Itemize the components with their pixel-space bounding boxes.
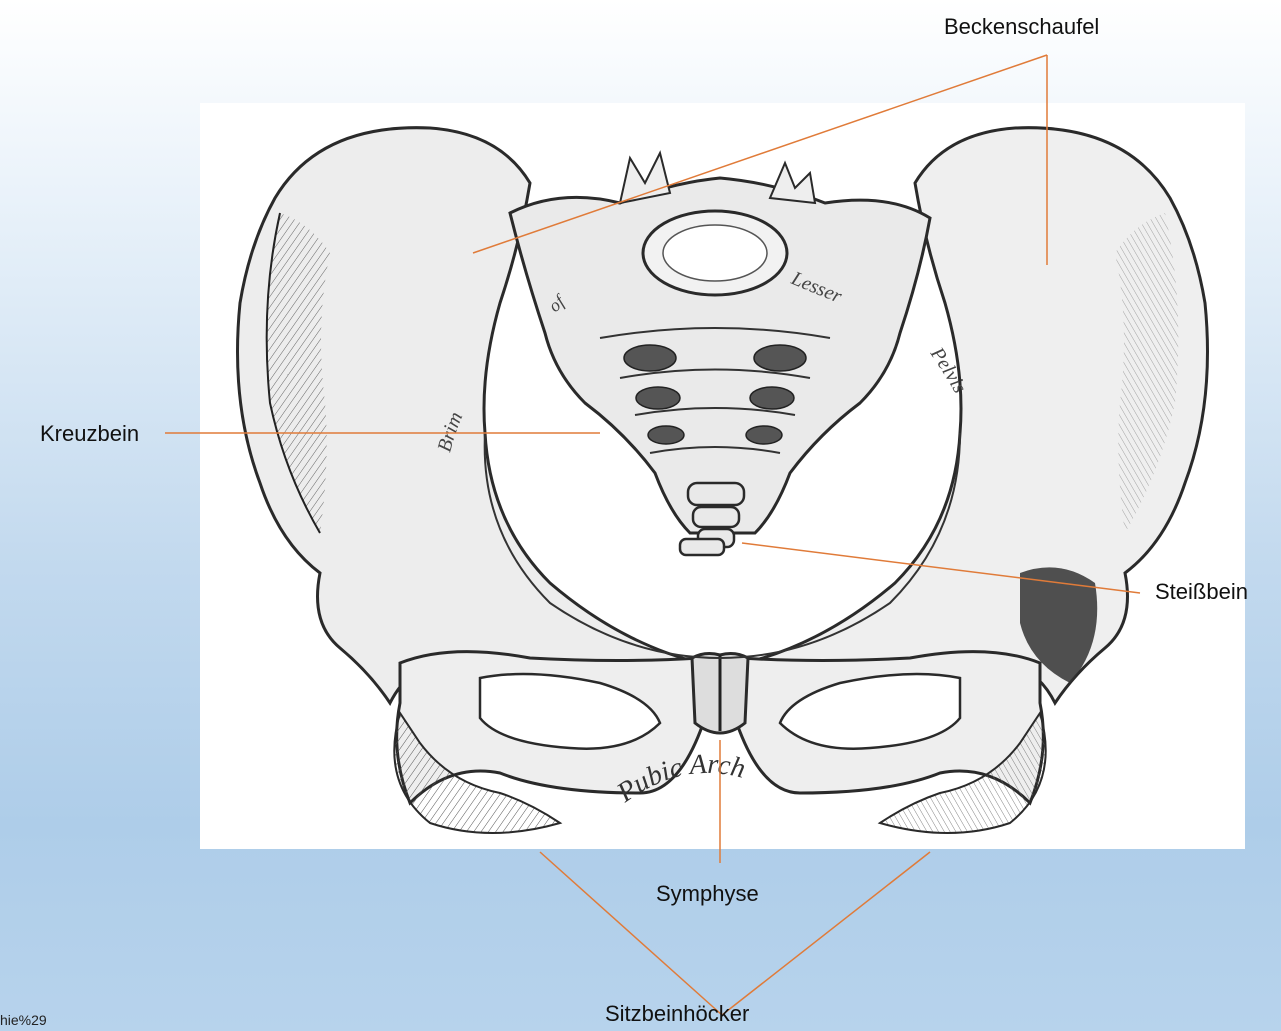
leader-sitzbein-right [722, 852, 930, 1015]
label-steissbein: Steißbein [1155, 581, 1248, 603]
source-caption-fragment: hie%29 [0, 1012, 47, 1028]
leader-sitzbein-left [540, 852, 722, 1015]
label-symphyse: Symphyse [656, 883, 759, 905]
label-kreuzbein: Kreuzbein [40, 423, 139, 445]
label-sitzbeinhoecker: Sitzbeinhöcker [605, 1003, 749, 1025]
label-beckenschaufel: Beckenschaufel [944, 16, 1099, 38]
leader-steissbein [742, 543, 1140, 593]
leader-beckenschaufel-left [473, 55, 1047, 253]
